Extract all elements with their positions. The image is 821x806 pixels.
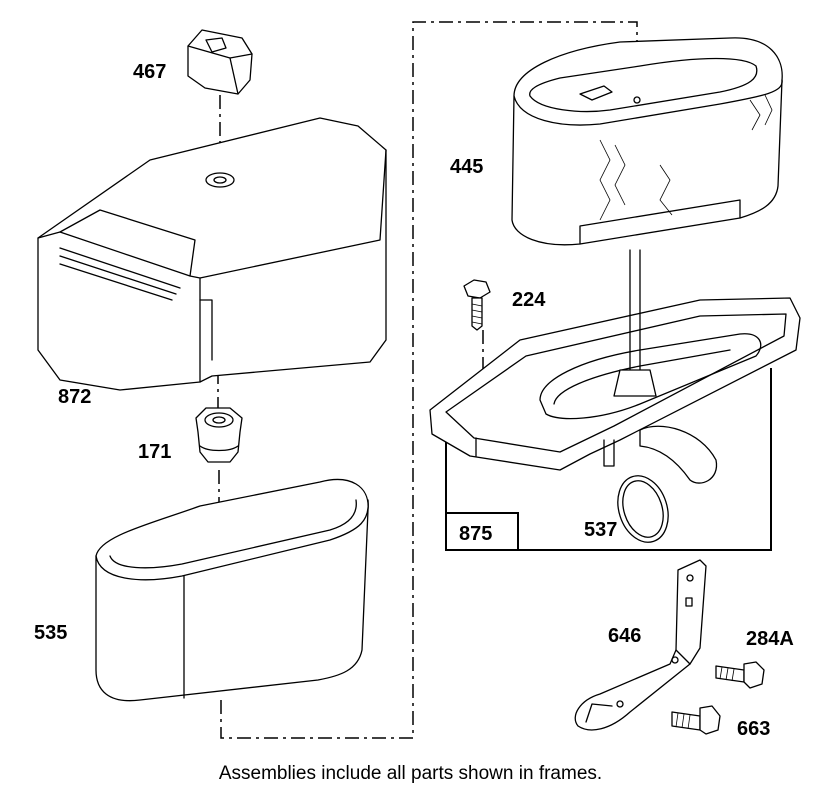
assembly-frame-875 — [445, 368, 772, 551]
part-label-875: 875 — [459, 523, 493, 545]
base-875 — [429, 249, 801, 484]
bolt-224 — [463, 279, 491, 331]
oring-537 — [617, 475, 669, 543]
part-label-224: 224 — [512, 289, 546, 311]
part-label-646: 646 — [608, 625, 642, 647]
part-label-467: 467 — [133, 61, 167, 83]
part-label-445: 445 — [450, 156, 484, 178]
part-label-663: 663 — [737, 718, 771, 740]
air-filter-445 — [511, 37, 783, 246]
part-label-872: 872 — [58, 386, 92, 408]
bracket-646 — [574, 559, 707, 731]
screw-663 — [671, 705, 721, 735]
precleaner-535 — [95, 478, 369, 702]
screw-284a — [715, 661, 765, 689]
grommet-171 — [195, 407, 243, 463]
part-label-535: 535 — [34, 622, 68, 644]
knob-467 — [187, 29, 253, 95]
cover-872 — [37, 117, 387, 391]
diagram-caption: Assemblies include all parts shown in fr… — [218, 763, 603, 784]
part-label-171: 171 — [138, 441, 172, 463]
part-label-284a: 284A — [746, 628, 794, 650]
part-label-537: 537 — [584, 519, 618, 541]
